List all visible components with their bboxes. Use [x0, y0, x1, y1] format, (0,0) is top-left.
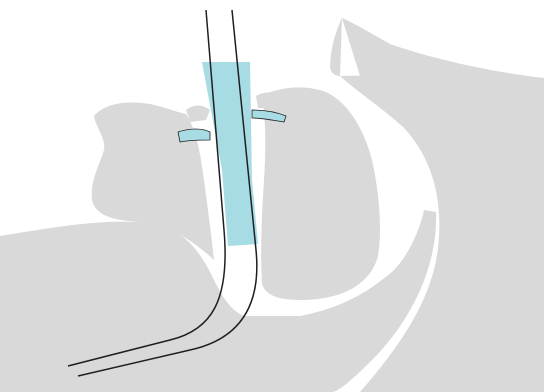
left-small-piece	[177, 128, 211, 143]
right-lobe-shape	[261, 87, 380, 300]
left-lobe-shape	[91, 102, 214, 260]
tube-inner-line	[77, 9, 258, 377]
upper-right-lip-shape	[256, 92, 282, 108]
right-small-piece	[251, 109, 287, 123]
blue-tube-segment	[202, 62, 258, 246]
upper-left-lip-shape	[186, 105, 210, 122]
upper-anatomy-shape	[330, 18, 544, 392]
tube-outer-line	[67, 9, 226, 367]
